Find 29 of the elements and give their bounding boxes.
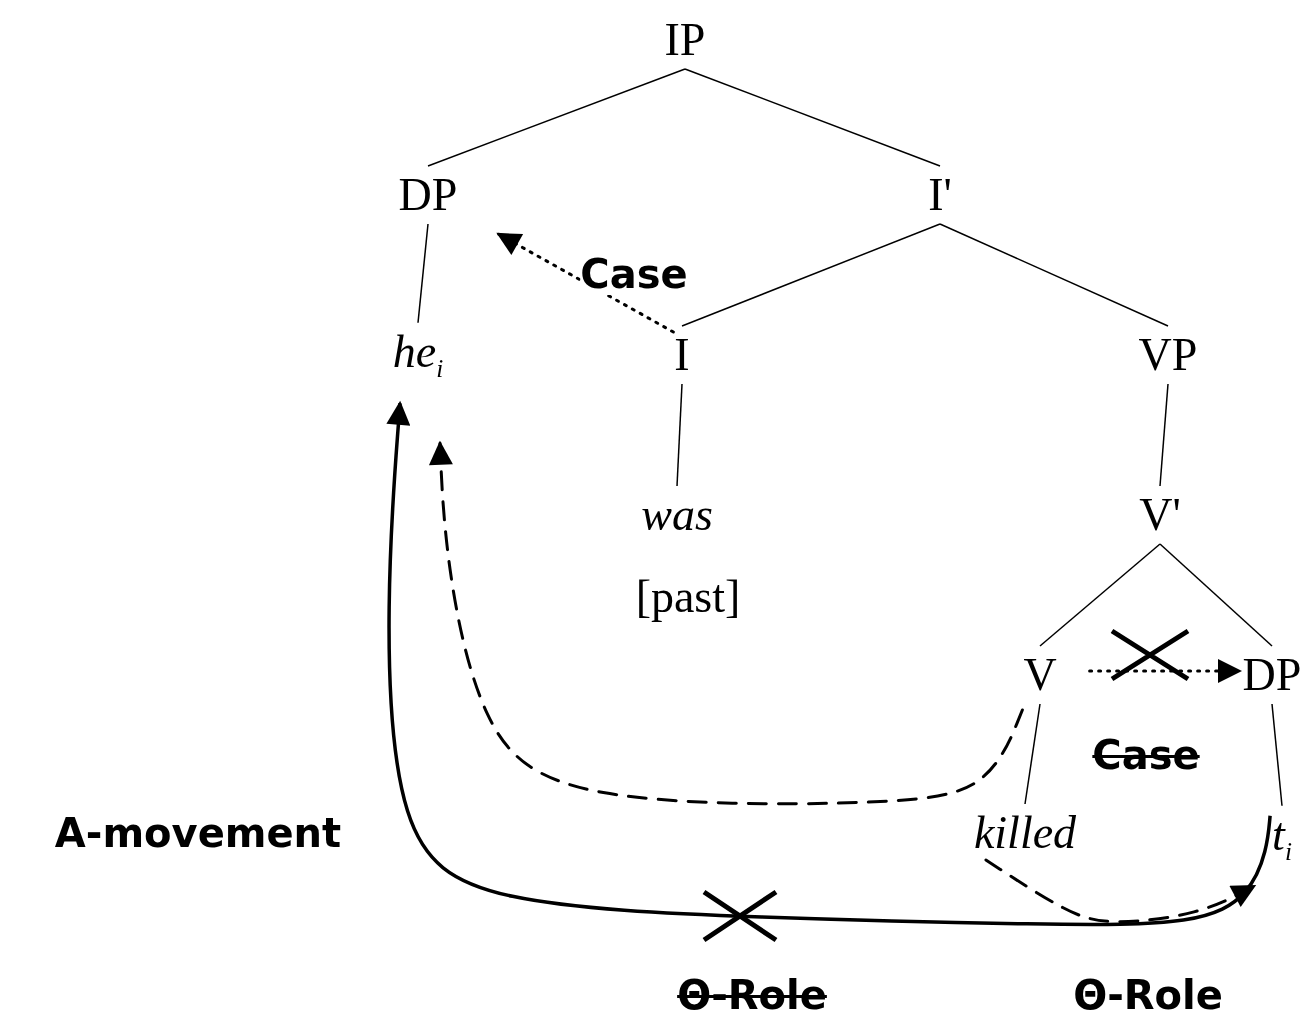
tree-node-label: was: [638, 490, 716, 540]
tree-node-label: IP: [661, 15, 709, 65]
tree-node-label: VP: [1135, 330, 1201, 380]
tree-node-label: DP: [1239, 650, 1305, 700]
tree-branch: [1159, 543, 1273, 647]
tree-node-label: killed: [970, 808, 1080, 858]
tree-branch: [684, 68, 941, 167]
tree-node-label: V': [1136, 490, 1184, 540]
tree-node-label: DP: [395, 170, 461, 220]
tree-branch: [939, 223, 1169, 327]
tree-branch: [676, 383, 683, 487]
tree-branch: [1159, 383, 1169, 487]
tree-node-label: he$_{i}$: [389, 326, 447, 384]
tree-node-label: [past]: [632, 572, 744, 622]
tree-branch: [417, 223, 429, 324]
tree-branch: [681, 223, 941, 327]
arrow: [386, 400, 1272, 927]
arrow: [1088, 659, 1242, 683]
tree-branch: [427, 68, 686, 167]
tree-node-label: I: [671, 330, 693, 380]
tree-branch: [1024, 703, 1041, 805]
tree-node-label: V: [1020, 650, 1060, 700]
arrow: [428, 440, 1024, 806]
tree-node-label: t$_{i}$: [1269, 809, 1295, 867]
tree-branch: [1271, 703, 1283, 807]
arrow: [984, 858, 1257, 924]
tree-branch: [1039, 543, 1161, 647]
tree-node-label: I': [925, 170, 955, 220]
arrow: [496, 232, 675, 334]
